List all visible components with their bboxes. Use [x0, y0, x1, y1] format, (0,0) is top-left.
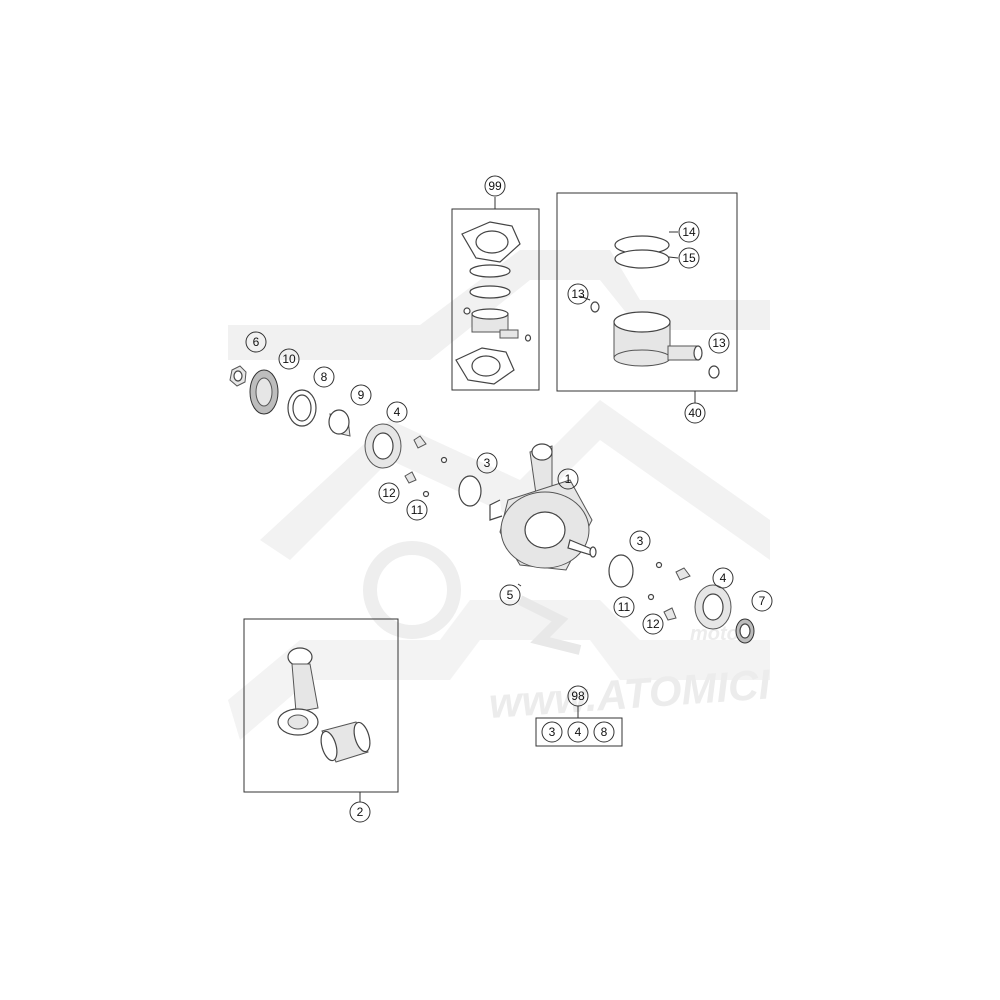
svg-text:40: 40	[688, 406, 702, 420]
callout-4: 4	[712, 567, 734, 589]
callout-3: 3	[629, 530, 651, 552]
svg-text:1: 1	[565, 472, 572, 486]
callout-8: 8	[313, 366, 335, 388]
svg-text:3: 3	[637, 534, 644, 548]
svg-text:11: 11	[411, 503, 424, 517]
svg-text:13: 13	[712, 336, 726, 350]
callout-99: 99	[484, 175, 506, 197]
group-box-40	[556, 192, 738, 403]
svg-text:99: 99	[488, 179, 502, 193]
svg-text:15: 15	[682, 251, 696, 265]
svg-text:7: 7	[759, 594, 766, 608]
svg-text:6: 6	[253, 335, 260, 349]
callout-6: 6	[245, 331, 267, 353]
callout-15: 15	[678, 247, 700, 269]
callout-3: 3	[476, 452, 498, 474]
svg-text:4: 4	[575, 725, 582, 739]
svg-text:3: 3	[484, 456, 491, 470]
callout-13: 13	[567, 283, 589, 305]
right-shaft-parts	[517, 554, 755, 644]
callout-40: 40	[684, 402, 706, 424]
kit-98-item: 3	[541, 721, 563, 743]
callout-9: 9	[350, 384, 372, 406]
callout-4: 4	[386, 401, 408, 423]
callout-1: 1	[557, 468, 579, 490]
callout-12: 12	[378, 482, 400, 504]
callout-11: 11	[613, 596, 635, 618]
svg-text:9: 9	[358, 388, 365, 402]
svg-text:14: 14	[682, 225, 696, 239]
group-box-2	[243, 618, 399, 802]
callout-14: 14	[678, 221, 700, 243]
svg-text:12: 12	[646, 617, 660, 631]
svg-text:8: 8	[321, 370, 328, 384]
svg-text:13: 13	[571, 287, 585, 301]
callout-7: 7	[751, 590, 773, 612]
callout-12: 12	[642, 613, 664, 635]
kit-98-box	[535, 706, 623, 747]
svg-text:10: 10	[282, 352, 296, 366]
watermark-url: www.ATOMICI	[487, 660, 772, 727]
watermark-brand: moto	[690, 623, 739, 645]
crankshaft	[489, 443, 597, 571]
svg-text:4: 4	[720, 571, 727, 585]
svg-text:2: 2	[357, 805, 364, 819]
kit-98-item: 4	[567, 721, 589, 743]
svg-text:12: 12	[382, 486, 396, 500]
group-box-99	[451, 197, 540, 391]
svg-text:11: 11	[618, 600, 631, 614]
kit-98-item: 8	[593, 721, 615, 743]
callout-5: 5	[499, 584, 521, 606]
svg-text:3: 3	[549, 725, 556, 739]
callout-98: 98	[567, 685, 589, 707]
svg-text:4: 4	[394, 405, 401, 419]
left-shaft-parts	[229, 365, 482, 507]
svg-text:5: 5	[507, 588, 514, 602]
callout-2: 2	[349, 801, 371, 823]
svg-text:98: 98	[571, 689, 585, 703]
callout-10: 10	[278, 348, 300, 370]
callout-13: 13	[708, 332, 730, 354]
svg-text:8: 8	[601, 725, 608, 739]
callout-11: 11	[406, 499, 428, 521]
